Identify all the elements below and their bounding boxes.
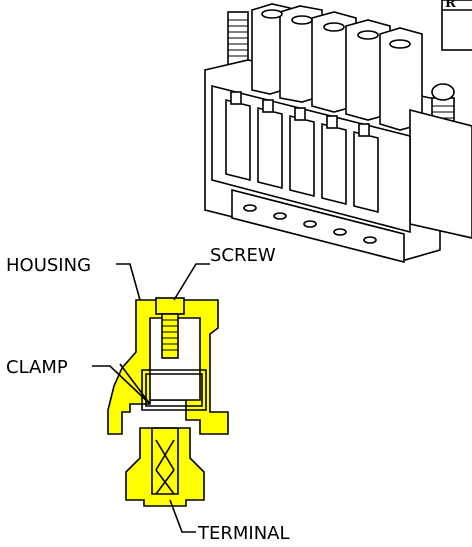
- terminal-cross-section: [107, 297, 229, 507]
- corner-box-label: R: [445, 0, 456, 11]
- terminal-label: TERMINAL: [197, 523, 290, 544]
- housing-label: HOUSING: [6, 255, 91, 276]
- corner-box: R: [441, 0, 472, 51]
- clamp-label: CLAMP: [6, 357, 68, 378]
- screw-label: SCREW: [210, 245, 276, 266]
- jack-screw-left: [227, 11, 249, 69]
- clamp-windows: [225, 91, 379, 214]
- screw-section: [155, 297, 185, 359]
- terminal-section: [125, 427, 205, 507]
- connector-block-drawing: [204, 3, 472, 264]
- callout-lines: [92, 263, 210, 533]
- pin-row: [243, 204, 377, 244]
